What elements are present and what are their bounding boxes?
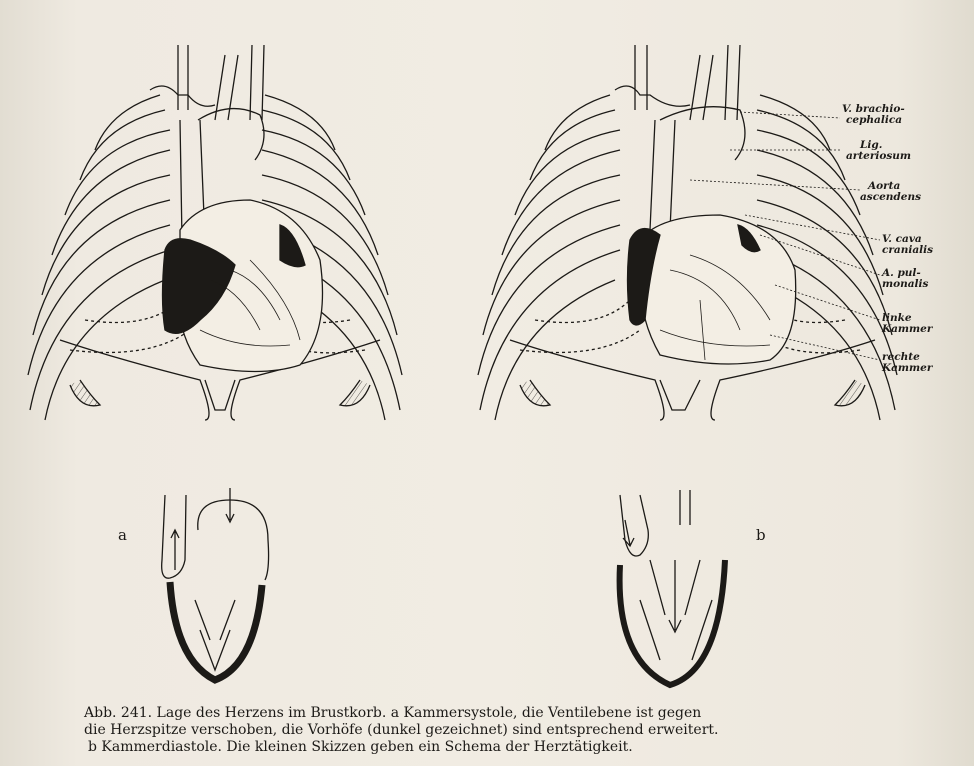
sketch-a-label: a: [118, 526, 127, 544]
caption-line-1: Abb. 241. Lage des Herzens im Brustkorb.…: [84, 705, 904, 722]
label-line: ascendens: [860, 192, 921, 203]
sketch-b-label: b: [756, 526, 766, 544]
label-line: monalis: [882, 279, 928, 290]
label-line: arteriosum: [846, 151, 911, 162]
label-line: cranialis: [882, 245, 933, 256]
heart-right: [615, 45, 796, 364]
label-v-brachiocephalica: V. brachio- cephalica: [842, 104, 905, 126]
label-line: Kammer: [882, 324, 932, 335]
label-v-cava-cranialis: V. cava cranialis: [882, 234, 933, 256]
label-line: Kammer: [882, 363, 932, 374]
label-lig-arteriosum: Lig. arteriosum: [846, 140, 911, 162]
caption-line-2: die Herzspitze verschoben, die Vorhöfe (…: [84, 722, 904, 739]
label-a-pulmonalis: A. pul- monalis: [882, 268, 928, 290]
figure-caption: Abb. 241. Lage des Herzens im Brustkorb.…: [84, 705, 904, 756]
sketch-a: [162, 488, 269, 680]
sketch-b: [620, 490, 725, 685]
label-line: cephalica: [842, 115, 905, 126]
label-aorta-ascendens: Aorta ascendens: [860, 181, 921, 203]
label-linke-kammer: linke Kammer: [882, 313, 932, 335]
caption-line-3: b Kammerdiastole. Die kleinen Skizzen ge…: [84, 739, 904, 756]
label-rechte-kammer: rechte Kammer: [882, 352, 932, 374]
heart-left: [150, 45, 323, 372]
